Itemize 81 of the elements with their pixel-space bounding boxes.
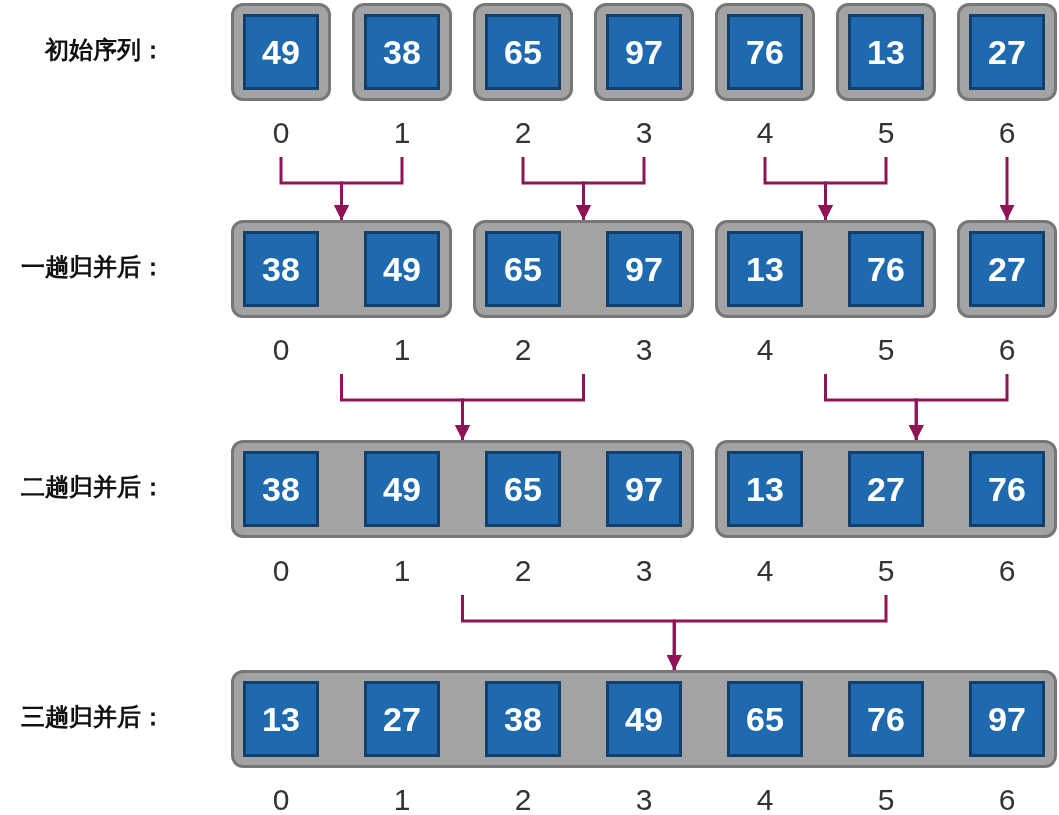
array-element: 65 [485,451,561,527]
segment-box [473,3,573,101]
index-label: 2 [513,116,533,150]
index-label: 4 [755,116,775,150]
array-element: 38 [243,231,319,307]
arrow [666,595,888,670]
array-element: 38 [243,451,319,527]
index-label: 5 [876,333,896,367]
arrow [999,157,1015,220]
array-element: 13 [727,231,803,307]
array-element: 97 [606,231,682,307]
index-label: 1 [392,116,412,150]
array-element: 76 [848,681,924,757]
index-label: 2 [513,554,533,588]
index-label: 1 [392,333,412,367]
array-element: 76 [969,451,1045,527]
index-label: 4 [755,333,775,367]
arrow [455,374,585,440]
array-element: 49 [606,681,682,757]
array-element: 38 [485,681,561,757]
index-label: 3 [634,783,654,815]
index-label: 3 [634,333,654,367]
segment-box [473,220,694,318]
row-label: 二趟归并后： [20,472,165,502]
array-element: 27 [969,14,1045,90]
index-label: 0 [271,783,291,815]
array-element: 27 [969,231,1045,307]
array-element: 49 [364,451,440,527]
array-element: 49 [364,231,440,307]
index-label: 5 [876,116,896,150]
index-label: 2 [513,333,533,367]
segment-box [231,220,452,318]
row-label: 一趟归并后： [20,252,165,282]
row-label: 三趟归并后： [20,702,165,732]
segment-box [715,220,936,318]
segment-box [231,670,1057,768]
index-label: 2 [513,783,533,815]
arrow [576,157,646,220]
array-element: 13 [848,14,924,90]
array-element: 65 [485,14,561,90]
array-element: 76 [727,14,803,90]
segment-box [957,3,1057,101]
segment-box [594,3,694,101]
index-label: 5 [876,783,896,815]
array-element: 38 [364,14,440,90]
index-label: 6 [997,783,1017,815]
index-label: 3 [634,554,654,588]
segment-box [231,440,694,538]
array-element: 65 [727,681,803,757]
array-element: 13 [243,681,319,757]
segment-box [957,220,1057,318]
array-element: 97 [969,681,1045,757]
array-element: 27 [848,451,924,527]
array-element: 97 [606,14,682,90]
array-element: 13 [727,451,803,527]
segment-box [715,3,815,101]
array-element: 76 [848,231,924,307]
index-label: 6 [997,333,1017,367]
index-label: 4 [755,554,775,588]
index-label: 1 [392,783,412,815]
array-element: 97 [606,451,682,527]
index-label: 0 [271,116,291,150]
index-label: 1 [392,554,412,588]
index-label: 3 [634,116,654,150]
segment-box [352,3,452,101]
index-label: 6 [997,116,1017,150]
segment-box [836,3,936,101]
index-label: 4 [755,783,775,815]
index-label: 0 [271,333,291,367]
arrow [818,157,888,220]
index-label: 0 [271,554,291,588]
row-label: 初始序列： [43,35,165,65]
array-element: 65 [485,231,561,307]
index-label: 6 [997,554,1017,588]
arrow [908,374,1009,440]
arrow [334,157,404,220]
segment-box [715,440,1057,538]
index-label: 5 [876,554,896,588]
array-element: 27 [364,681,440,757]
array-element: 49 [243,14,319,90]
segment-box [231,3,331,101]
